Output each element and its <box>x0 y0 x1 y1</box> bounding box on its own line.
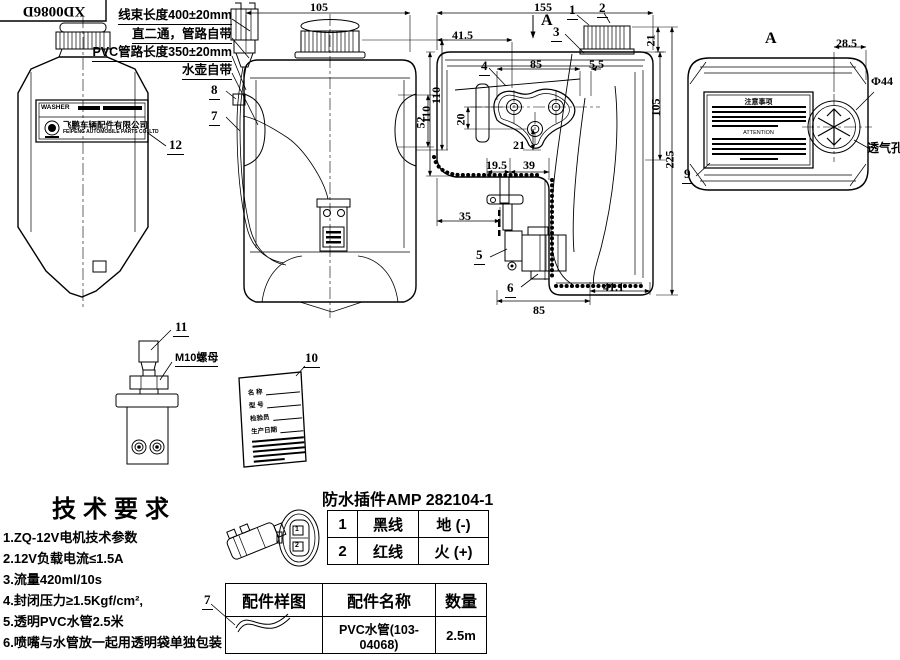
dim-105-right: 105 <box>648 98 663 117</box>
dim-dia-44: Φ44 <box>871 74 893 88</box>
dim-19-5: 19.5 <box>486 158 507 172</box>
balloon-10: 10 <box>303 350 320 368</box>
dim-side-width: 155 <box>534 0 552 14</box>
dim-41-5: 41.5 <box>452 28 473 42</box>
amp-connector-sketch <box>223 510 319 566</box>
bottle-label-company-en: FEIPENG AUTOMOBILE PARTS CO.,LTD <box>63 129 159 135</box>
parts-header-qty: 数量 <box>435 583 487 617</box>
tag-field-model: 型 号 <box>248 401 265 410</box>
dim-41-1: 41.1 <box>603 280 624 294</box>
dim-21-mid: 21 <box>513 138 525 152</box>
parts-table: 配件样图 配件名称 数量 PVC水管(103-04068) 2.5m <box>225 583 487 654</box>
table-row: 1 黑线 地 (-) <box>327 510 489 538</box>
balloon-5: 5 <box>474 247 485 265</box>
amp-row2-wire: 红线 <box>357 537 419 565</box>
dim-225: 225 <box>662 150 677 169</box>
amp-pin-1: 1 <box>295 526 299 533</box>
amp-row2-no: 2 <box>327 537 358 565</box>
table-row: 2 红线 火 (+) <box>327 537 489 565</box>
tech-req-item-5: 5.透明PVC水管2.5米 <box>3 614 124 629</box>
title-block-outline <box>0 0 106 21</box>
dim-front-width: 105 <box>310 0 328 14</box>
dim-39: 39 <box>523 158 535 172</box>
amp-pin-2: 2 <box>295 542 299 549</box>
tag-fineprint <box>251 436 306 463</box>
parts-cell-sketch <box>225 616 323 654</box>
amp-row1-wire: 黑线 <box>357 510 419 538</box>
tech-req-item-6: 6.喷嘴与水管放一起用透明袋单独包装 <box>3 635 222 650</box>
m10-nut-note: M10螺母 <box>175 349 219 367</box>
note-kettle: 水壶自带 <box>181 59 232 80</box>
tech-req-title: 技术要求 <box>52 496 176 523</box>
balloon-2: 2 <box>597 0 608 18</box>
drawing-code: XD0086D <box>22 3 86 19</box>
note-pvc-length: PVC管路长度350±20mm <box>92 41 232 62</box>
view-letter-a-side: A <box>541 12 553 29</box>
dim-28-5: 28.5 <box>836 36 857 50</box>
dim-4: 4 <box>479 58 490 76</box>
amp-title: 防水插件AMP 282104-1 <box>322 492 494 509</box>
balloon-12: 12 <box>167 137 184 155</box>
notice-title: 注意事项 <box>744 99 773 106</box>
amp-wiring-table: 1 黑线 地 (-) 2 红线 火 (+) <box>327 510 489 565</box>
balloon-7: 7 <box>209 108 220 126</box>
balloon-8: 8 <box>209 82 220 100</box>
tech-req-item-3: 3.流量420ml/10s <box>3 572 103 587</box>
notice-en-textlines <box>712 138 806 160</box>
tag-fields: 名 称 型 号 检验员 生产日期 <box>247 379 306 463</box>
dim-cap-height: 21 <box>643 34 658 47</box>
tag-field-date: 生产日期 <box>250 426 278 436</box>
dim-85-top: 85 <box>530 57 542 71</box>
tank-front-view <box>226 3 448 318</box>
tag-field-name: 名 称 <box>247 388 263 397</box>
tank-side-view <box>426 10 678 305</box>
bottle-label-company-cn: 飞鹏车辆配件有限公司 <box>63 120 149 130</box>
view-a-rear <box>688 44 874 190</box>
note-straight-tee: 直二通，管路自带 <box>131 23 232 44</box>
amp-row2-role: 火 (+) <box>418 537 489 565</box>
table-row: PVC水管(103-04068) 2.5m <box>225 616 487 654</box>
tag-field-inspector: 检验员 <box>249 414 270 423</box>
notice-cn-textlines <box>712 106 806 127</box>
nozzle-detail <box>116 330 178 464</box>
bottle-label-brand: WASHER <box>41 104 70 111</box>
tech-req-item-4: 4.封闭压力≥1.5Kgf/cm², <box>3 593 144 608</box>
vent-hole-label: 透气孔 <box>867 141 900 155</box>
tech-req-item-1: 1.ZQ-12V电机技术参数 <box>3 530 138 545</box>
amp-row1-role: 地 (-) <box>418 510 489 538</box>
balloon-11: 11 <box>173 319 190 337</box>
dim-20: 20 <box>453 113 468 126</box>
dim-110-side: 110 <box>419 105 434 124</box>
dim-front-height: 110 <box>429 86 444 105</box>
parts-header-sketch: 配件样图 <box>225 583 323 617</box>
dim-35: 35 <box>459 209 471 223</box>
balloon-1: 1 <box>567 2 578 20</box>
dim-85-bottom: 85 <box>533 303 545 317</box>
bottle-view <box>18 16 166 308</box>
notice-en-title: ATTENTION <box>743 130 774 136</box>
balloon-9: 9 <box>682 166 693 184</box>
table-header-row: 配件样图 配件名称 数量 <box>225 583 487 617</box>
note-harness-length: 线束长度400±20mm <box>118 4 232 25</box>
view-letter-a-top: A <box>765 30 777 47</box>
tech-req-item-2: 2.12V负载电流≤1.5A <box>3 551 124 566</box>
balloon-6: 6 <box>505 280 516 298</box>
balloon-3: 3 <box>551 24 562 42</box>
parts-header-name: 配件名称 <box>322 583 436 617</box>
amp-row1-no: 1 <box>327 510 358 538</box>
parts-cell-name: PVC水管(103-04068) <box>322 616 436 654</box>
dim-5-5: 5.5 <box>589 57 604 71</box>
balloon-7-parts: 7 <box>202 592 213 610</box>
parts-cell-qty: 2.5m <box>435 616 487 654</box>
